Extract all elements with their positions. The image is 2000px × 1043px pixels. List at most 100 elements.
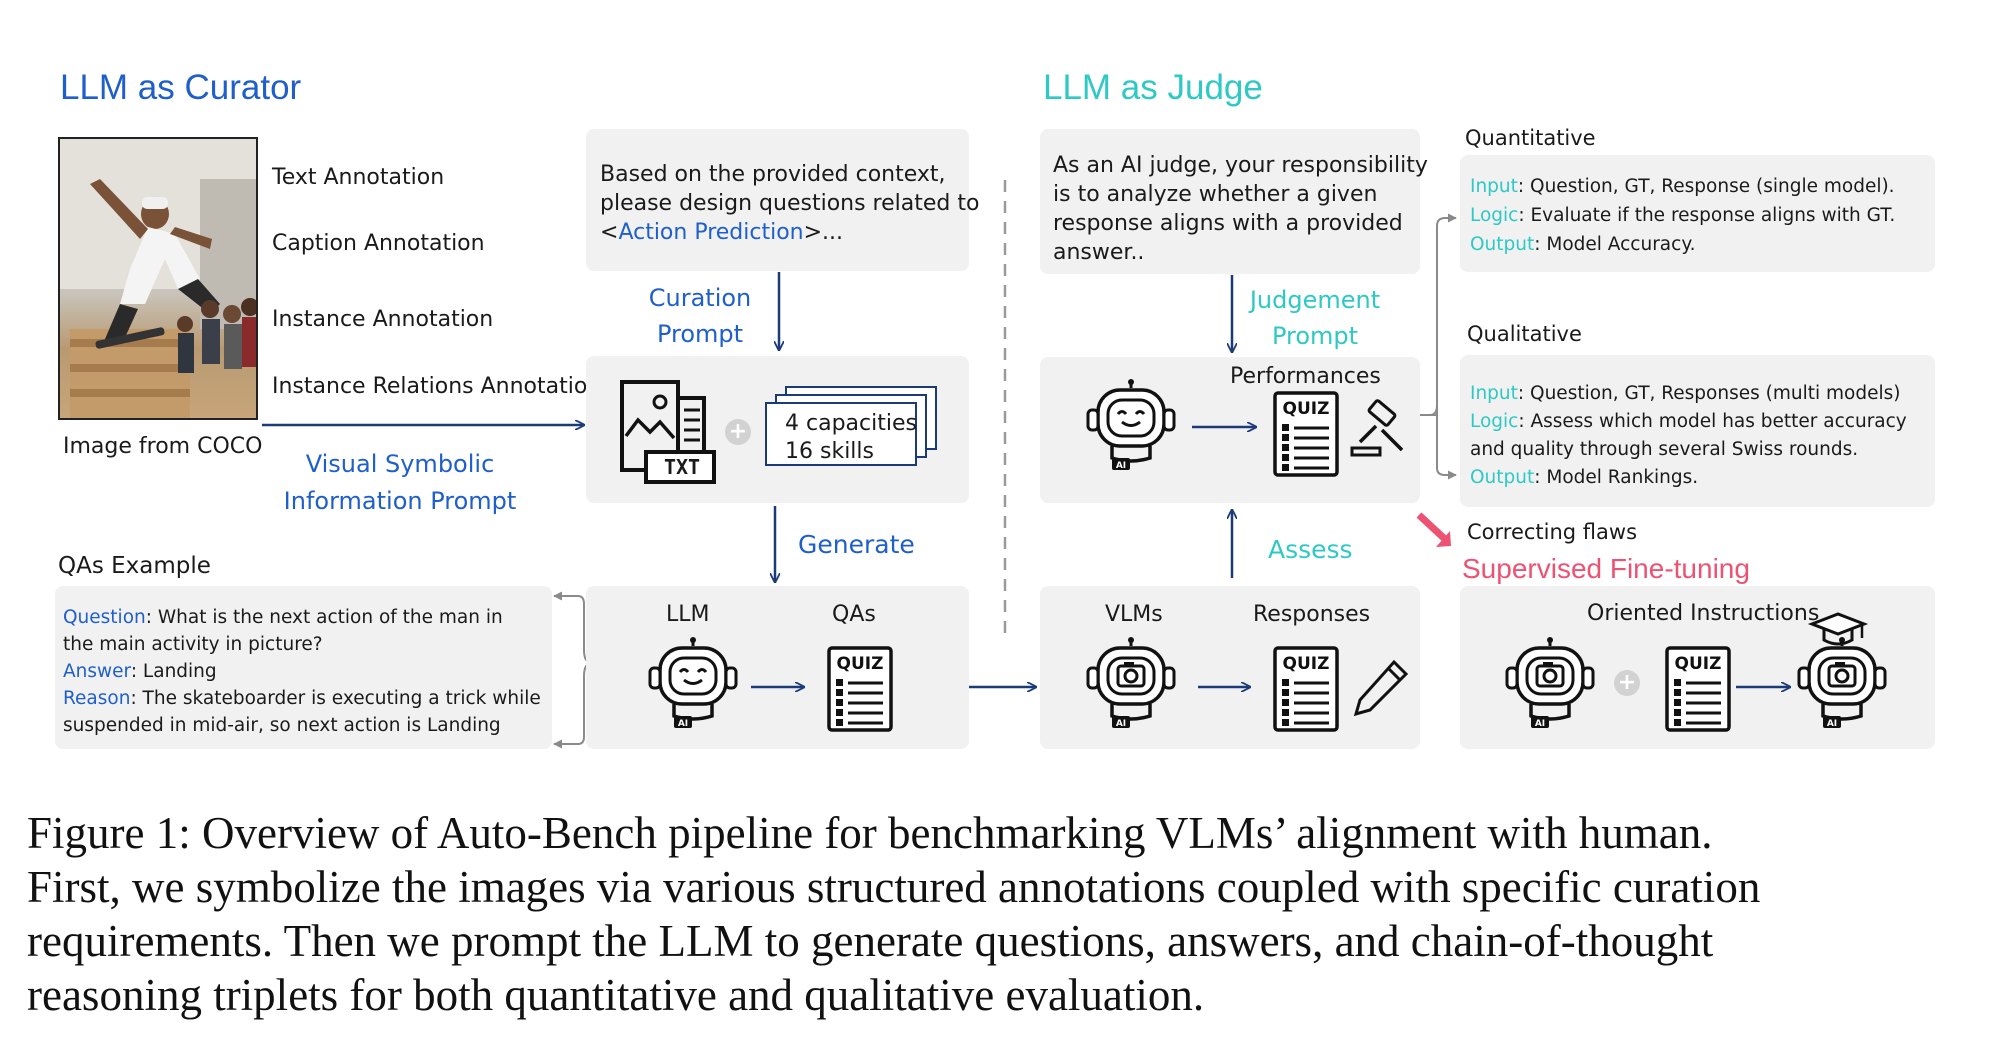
judgement-prompt-line1: Judgement — [1249, 286, 1381, 314]
generation-box — [586, 586, 969, 749]
oriented-instructions: Oriented Instructions — [1587, 601, 1820, 626]
qa-reason-key: Reason — [63, 688, 131, 709]
annotation-text: Text Annotation — [272, 165, 445, 190]
quant-output-line: Output: Model Accuracy. — [1470, 230, 1895, 259]
quant-logic-text: : Evaluate if the response aligns with G… — [1518, 205, 1896, 226]
qa-answer-key: Answer — [63, 661, 131, 682]
qual-input-text: : Question, GT, Responses (multi models) — [1517, 383, 1901, 404]
context-bracket-open: < — [600, 220, 619, 245]
qas-example-box — [55, 586, 552, 749]
figure-caption: Figure 1: Overview of Auto-Bench pipelin… — [27, 806, 1979, 1022]
sft-label: Supervised Fine-tuning — [1462, 553, 1750, 584]
qa-question-text: : What is the next action of the man in — [145, 607, 503, 628]
judge-prompt-text: As an AI judge, your responsibility is t… — [1053, 151, 1428, 267]
context-line1: Based on the provided context, — [600, 162, 946, 187]
svg-text:AI: AI — [1827, 719, 1837, 729]
visual-prompt-line1: Visual Symbolic — [305, 450, 495, 478]
context-text: Based on the provided context, please de… — [600, 160, 979, 247]
quant-logic-key: Logic — [1470, 205, 1519, 226]
curation-prompt-line1: Curation — [648, 284, 752, 312]
responses-quiz-icon: QUIZ — [1273, 646, 1339, 732]
qa-reason-text: : The skateboarder is executing a trick … — [130, 688, 541, 709]
judgement-prompt-line2: Prompt — [1271, 322, 1359, 350]
annotation-instance: Instance Annotation — [272, 307, 494, 332]
qa-reason-text2: suspended in mid-air, so next action is … — [63, 715, 501, 736]
image-caption: Image from COCO — [63, 434, 263, 459]
context-line3: <Action Prediction>... — [600, 218, 979, 247]
context-bracket-close: >... — [803, 220, 844, 245]
qa-question-key: Question — [63, 607, 146, 628]
performances-label: Performances — [1230, 364, 1381, 389]
vlm-robot-icon: AI — [1086, 637, 1176, 729]
assess-label: Assess — [1268, 535, 1353, 564]
txt-badge: TXT — [663, 455, 701, 479]
caption-line4: reasoning triplets for both quantitative… — [27, 970, 1205, 1020]
coco-image — [58, 137, 258, 420]
qas-example-title: QAs Example — [58, 553, 211, 579]
qas-label: QAs — [832, 602, 876, 627]
skills-stack-icon — [765, 386, 937, 466]
curation-prompt-line2: Prompt — [656, 320, 744, 348]
quant-input-text: : Question, GT, Response (single model). — [1517, 176, 1895, 197]
qa-question-text2: the main activity in picture? — [63, 634, 323, 655]
qual-output-key: Output — [1470, 467, 1535, 488]
caption-line2: First, we symbolize the images via vario… — [27, 862, 1761, 912]
judge-line3: response aligns with a provided — [1053, 211, 1403, 236]
quant-input-line: Input: Question, GT, Response (single mo… — [1470, 172, 1895, 201]
quantitative-box — [1460, 155, 1935, 272]
svg-text:AI: AI — [1116, 719, 1126, 729]
qa-answer-line: Answer: Landing — [63, 658, 541, 685]
skills-text: 4 capacities 16 skills — [785, 410, 917, 466]
sft-input-robot-icon: AI — [1505, 637, 1595, 729]
sft-pink-arrow — [1416, 512, 1450, 544]
qas-quiz-icon: QUIZ — [827, 646, 893, 732]
quant-output-text: : Model Accuracy. — [1534, 234, 1696, 255]
qual-logic-key: Logic — [1470, 411, 1519, 432]
arrow-to-qualitative — [1436, 405, 1457, 480]
qa-reason-line: Reason: The skateboarder is executing a … — [63, 685, 541, 712]
curation-prompt-label: Curation Prompt — [640, 280, 760, 352]
qualitative-text: Input: Question, GT, Responses (multi mo… — [1470, 380, 1907, 492]
txt-doc-icon — [620, 380, 716, 484]
visual-symbolic-prompt: Visual Symbolic Information Prompt — [270, 446, 530, 520]
judge-title: LLM as Judge — [1043, 68, 1263, 107]
annotation-caption: Caption Annotation — [272, 231, 485, 256]
curator-title: LLM as Curator — [60, 68, 302, 107]
qual-logic-text2: and quality through several Swiss rounds… — [1470, 439, 1859, 460]
quant-output-key: Output — [1470, 234, 1535, 255]
judge-line1: As an AI judge, your responsibility — [1053, 153, 1428, 178]
context-line2: please design questions related to — [600, 191, 980, 216]
vlms-label: VLMs — [1105, 602, 1163, 627]
judge-robot-icon: AI — [1086, 379, 1176, 471]
qa-question-line: Question: What is the next action of the… — [63, 604, 541, 631]
qa-answer-text: : Landing — [130, 661, 217, 682]
capacities-text: 4 capacities — [785, 411, 917, 436]
quant-input-key: Input — [1470, 176, 1518, 197]
context-action-prediction: Action Prediction — [618, 220, 804, 245]
annotation-instance-relations: Instance Relations Annotation — [272, 374, 602, 399]
gavel-icon — [1350, 399, 1404, 457]
svg-text:QUIZ: QUIZ — [1675, 654, 1722, 674]
svg-text:AI: AI — [678, 719, 688, 729]
plus-icon: + — [725, 419, 751, 445]
curation-context-box — [586, 129, 969, 271]
visual-prompt-line2: Information Prompt — [283, 487, 517, 515]
svg-text:AI: AI — [1535, 719, 1545, 729]
sft-output-robot-icon: AI — [1797, 637, 1887, 729]
judge-prompt-box — [1040, 129, 1420, 274]
sft-quiz-icon: QUIZ — [1665, 646, 1731, 732]
graduation-cap-icon — [1807, 612, 1869, 646]
quant-logic-line: Logic: Evaluate if the response aligns w… — [1470, 201, 1895, 230]
qual-output-text: : Model Rankings. — [1534, 467, 1699, 488]
responses-label: Responses — [1253, 602, 1371, 627]
svg-text:QUIZ: QUIZ — [1283, 399, 1330, 419]
correcting-flaws: Correcting flaws — [1467, 520, 1638, 544]
llm-robot-icon: AI — [648, 637, 738, 729]
qualitative-box — [1460, 355, 1935, 507]
judge-line4: answer.. — [1053, 240, 1145, 265]
sft-plus-icon: + — [1614, 670, 1640, 696]
qual-input-line: Input: Question, GT, Responses (multi mo… — [1470, 380, 1907, 408]
quantitative-text: Input: Question, GT, Response (single mo… — [1470, 172, 1895, 259]
pencil-icon — [1353, 659, 1409, 717]
caption-line3: requirements. Then we prompt the LLM to … — [27, 916, 1714, 966]
